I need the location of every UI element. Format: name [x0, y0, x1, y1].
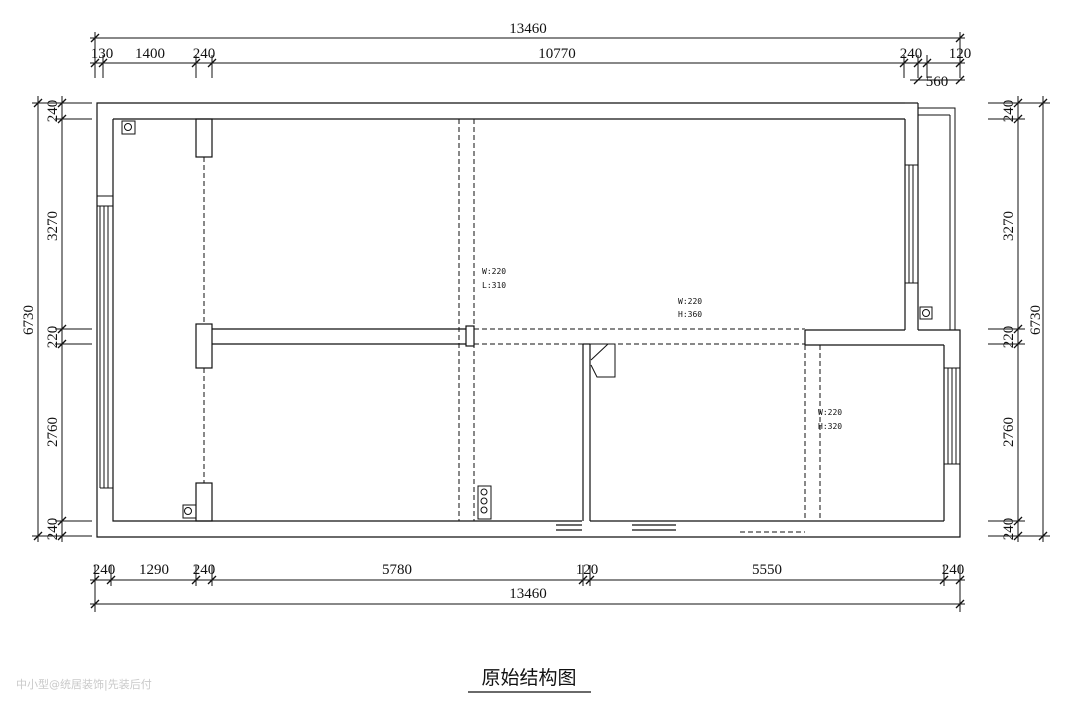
right-dim-4: 2760 — [1001, 417, 1017, 447]
watermark: 中小型@统居装饰|先装后付 — [16, 677, 152, 691]
walls — [96, 102, 961, 538]
beam-2-height: H:360 — [678, 310, 702, 319]
top-dim-1: 130 — [91, 46, 114, 62]
top-dim-3: 240 — [193, 46, 216, 62]
bottom-dim-5: 120 — [576, 562, 599, 578]
top-overall-dimension: 13460 — [509, 21, 547, 37]
left-dimension-lines — [32, 96, 92, 542]
bottom-dim-6: 5550 — [752, 562, 782, 578]
bottom-dim-7: 240 — [942, 562, 965, 578]
dimension-labels: 13460 130 1400 240 10770 240 120 560 240… — [21, 21, 1044, 602]
left-dim-5: 240 — [45, 518, 61, 541]
bottom-dim-1: 240 — [93, 562, 116, 578]
beam-annotations: W:220 L:310 W:220 H:360 W:220 H:320 — [482, 267, 842, 431]
bottom-dim-3: 240 — [193, 562, 216, 578]
beam-3-height: H:320 — [818, 422, 842, 431]
drawing-title: 原始结构图 — [481, 667, 576, 689]
top-dim-extra: 560 — [926, 74, 949, 90]
bottom-dim-2: 1290 — [139, 562, 169, 578]
beam-1-width: W:220 — [482, 267, 506, 276]
top-dim-5: 240 — [900, 46, 923, 62]
beam-lines — [203, 119, 821, 533]
fixtures — [121, 120, 933, 520]
beam-2-width: W:220 — [678, 297, 702, 306]
left-dim-3: 220 — [45, 326, 61, 349]
left-overall-dimension: 6730 — [21, 305, 37, 335]
beam-3-width: W:220 — [818, 408, 842, 417]
top-dim-4: 10770 — [538, 46, 576, 62]
left-dim-4: 2760 — [45, 417, 61, 447]
top-dim-6: 120 — [949, 46, 972, 62]
left-dim-2: 3270 — [45, 211, 61, 241]
right-dim-2: 3270 — [1001, 211, 1017, 241]
right-dimension-lines — [988, 96, 1050, 542]
top-dimension-lines — [90, 32, 965, 85]
bottom-dimension-lines — [90, 565, 965, 612]
right-overall-dimension: 6730 — [1028, 305, 1044, 335]
beam-1-height: L:310 — [482, 281, 506, 290]
windows — [96, 107, 961, 489]
bottom-dim-4: 5780 — [382, 562, 412, 578]
left-dim-1: 240 — [45, 100, 61, 123]
right-dim-1: 240 — [1001, 100, 1017, 123]
bottom-overall-dimension: 13460 — [509, 586, 547, 602]
right-dim-3: 220 — [1001, 326, 1017, 349]
top-dim-2: 1400 — [135, 46, 165, 62]
right-dim-5: 240 — [1001, 518, 1017, 541]
